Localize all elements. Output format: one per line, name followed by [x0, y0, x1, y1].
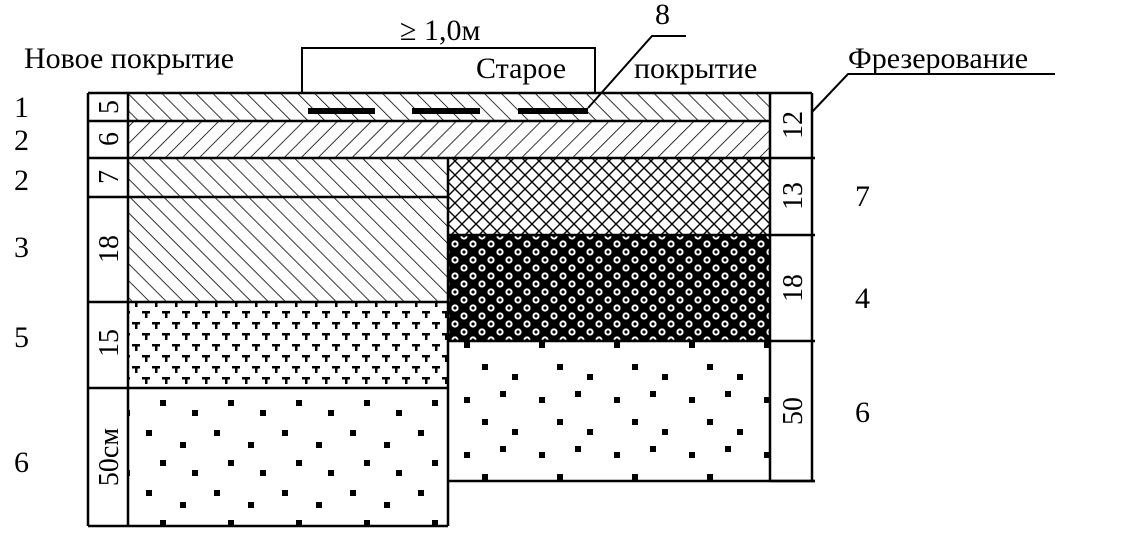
width-bracket [301, 47, 596, 92]
layer-number: 6 [855, 396, 870, 429]
thickness-label: 5 [94, 100, 125, 114]
layer-6-left [128, 388, 448, 526]
thickness-label: 13 [778, 182, 809, 210]
callout-8-leader [587, 35, 686, 109]
thickness-label: 18 [94, 235, 125, 263]
thickness-label: 50 [778, 397, 809, 425]
layer-5-left [128, 302, 448, 388]
layer-3-left [128, 197, 448, 302]
thickness-label: 6 [94, 132, 125, 146]
layer-7-right [448, 158, 770, 235]
thickness-label: 50см [94, 428, 125, 486]
old-coating-label-2: покрытие [634, 52, 757, 85]
layer-number: 1 [14, 91, 29, 124]
milling-leader [811, 73, 1055, 113]
layer-1-new [128, 93, 770, 121]
new-coating-label: Новое покрытие [24, 42, 234, 75]
layer-6-right [448, 341, 770, 481]
layer-number: 5 [14, 321, 29, 354]
layer-number: 7 [855, 180, 870, 213]
layer-4-right [448, 235, 770, 341]
layer-number: 6 [14, 446, 29, 479]
layer-number: 2 [14, 124, 29, 157]
layer-number: 2 [14, 164, 29, 197]
width-label: ≥ 1,0м [400, 14, 480, 47]
layer-borders [86, 91, 815, 528]
layer-number: 3 [14, 231, 29, 264]
old-coating-label-1: Старое [476, 52, 566, 85]
layer-2-left [128, 158, 448, 197]
thickness-label: 15 [94, 329, 125, 357]
layer-2-new [128, 121, 770, 158]
thickness-label: 12 [778, 111, 809, 139]
callout-8-number: 8 [655, 0, 670, 31]
layer-number: 4 [855, 282, 870, 315]
thickness-label: 18 [778, 274, 809, 302]
thickness-label: 7 [94, 170, 125, 184]
milling-label: Фрезерование [848, 42, 1028, 75]
